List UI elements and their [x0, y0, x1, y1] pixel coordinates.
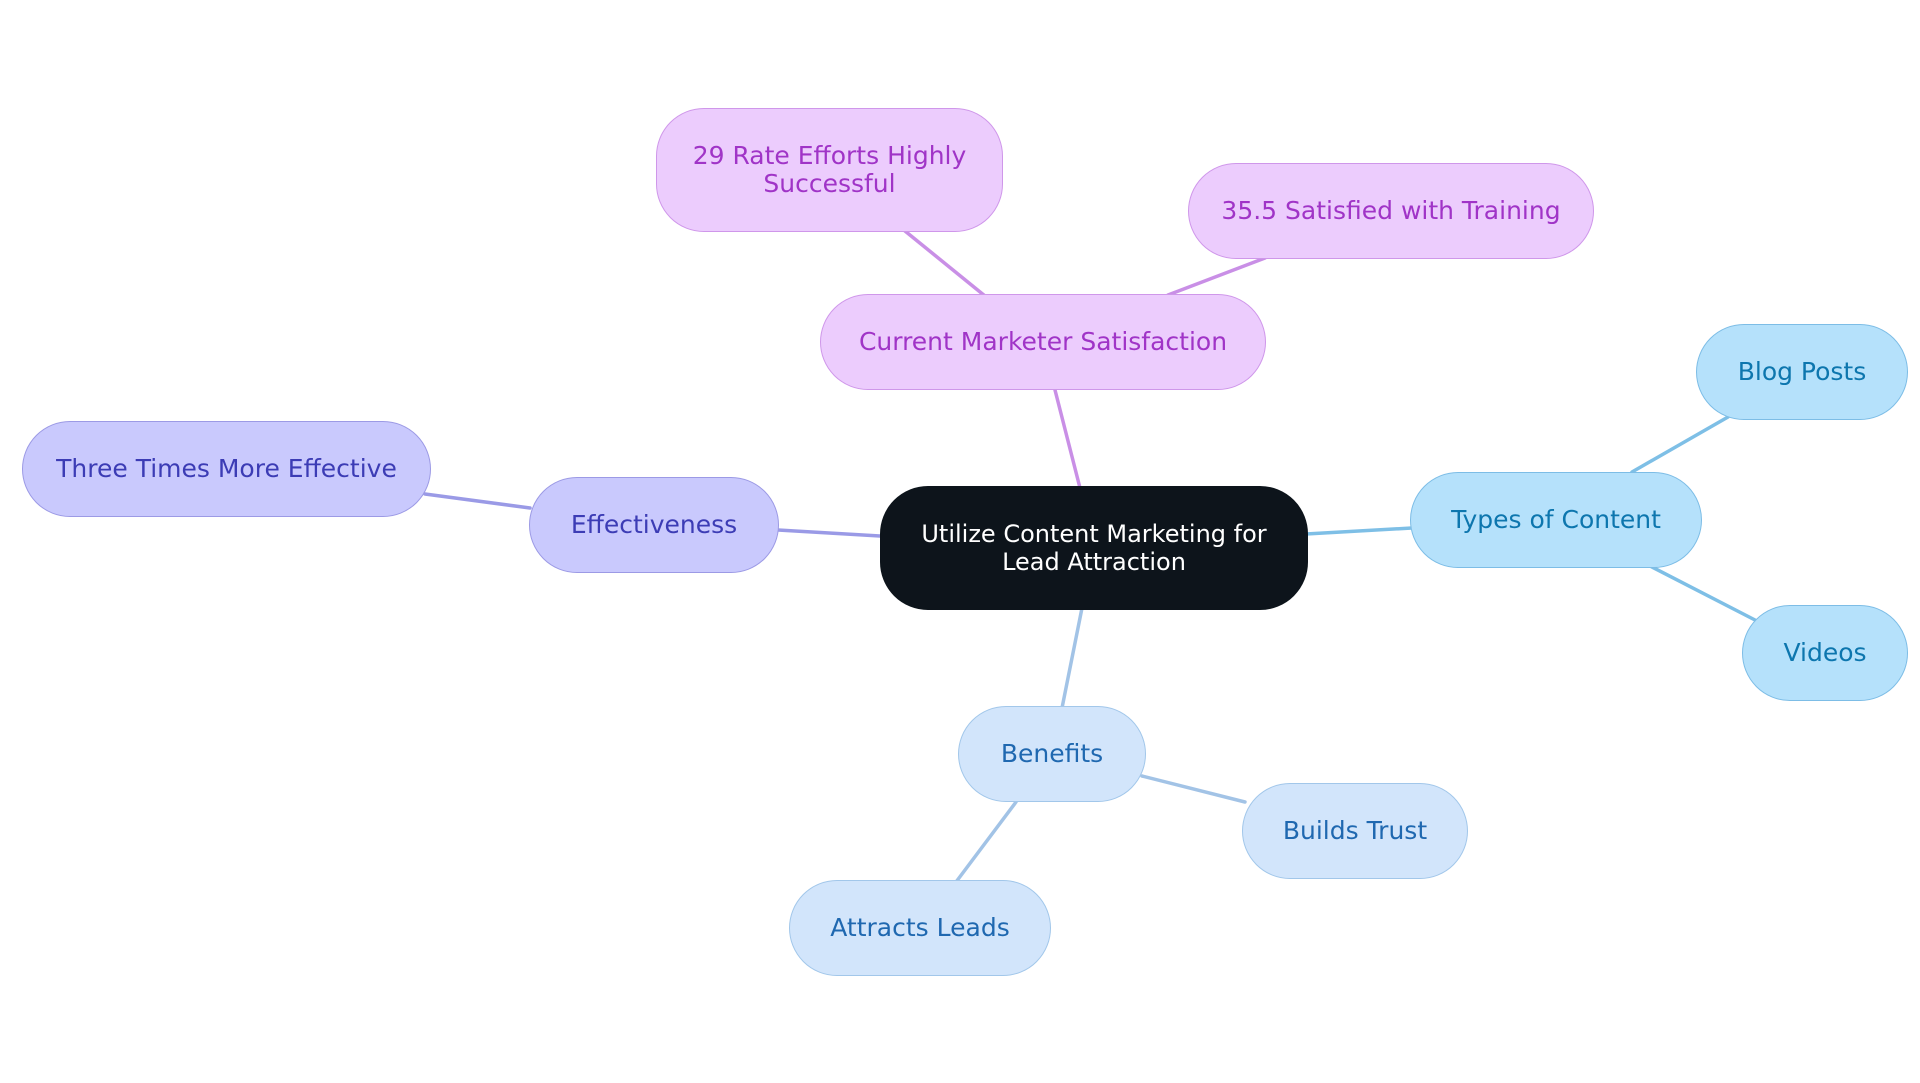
edge-satisfaction-rate: [903, 229, 987, 298]
edge-benefits-trust: [1140, 774, 1247, 804]
leaf-node-35-5-satisfied[interactable]: 35.5 Satisfied with Training: [1188, 163, 1594, 259]
root-node-line-1: Utilize Content Marketing for: [921, 520, 1267, 548]
leaf-node-label: Three Times More Effective: [56, 454, 397, 483]
branch-node-benefits[interactable]: Benefits: [958, 706, 1146, 802]
branch-node-label: Effectiveness: [570, 510, 738, 539]
branch-node-label: Current Marketer Satisfaction: [858, 327, 1228, 356]
edge-root-effectiveness: [776, 528, 882, 538]
edge-benefits-leads: [954, 800, 1018, 884]
leaf-node-29-rate-efforts[interactable]: 29 Rate Efforts Highly Successful: [656, 108, 1003, 232]
branch-node-current-marketer-satisfaction[interactable]: Current Marketer Satisfaction: [820, 294, 1266, 390]
branch-node-effectiveness[interactable]: Effectiveness: [529, 477, 779, 573]
leaf-node-line-2: Successful: [763, 169, 896, 198]
root-node-line-2: Lead Attraction: [1002, 548, 1186, 576]
edge-root-satisfaction: [1053, 388, 1082, 490]
leaf-node-label: Blog Posts: [1737, 357, 1867, 386]
root-node[interactable]: Utilize Content Marketing for Lead Attra…: [880, 486, 1308, 610]
leaf-node-label: Builds Trust: [1282, 816, 1428, 845]
leaf-node-label: Videos: [1783, 638, 1867, 667]
edge-types-blog: [1630, 415, 1730, 474]
leaf-node-label: Attracts Leads: [830, 913, 1010, 942]
leaf-node-blog-posts[interactable]: Blog Posts: [1696, 324, 1908, 420]
branch-node-label: Benefits: [1000, 739, 1104, 768]
edge-root-types: [1304, 526, 1414, 536]
leaf-node-builds-trust[interactable]: Builds Trust: [1242, 783, 1468, 879]
branch-node-types-of-content[interactable]: Types of Content: [1410, 472, 1702, 568]
edge-effectiveness-three: [423, 492, 532, 510]
leaf-node-attracts-leads[interactable]: Attracts Leads: [789, 880, 1051, 976]
edge-root-benefits: [1060, 606, 1084, 710]
leaf-node-line-1: 29 Rate Efforts Highly: [692, 141, 967, 170]
leaf-node-three-times-more-effective[interactable]: Three Times More Effective: [22, 421, 431, 517]
edge-satisfaction-training: [1166, 256, 1267, 297]
leaf-node-label: 35.5 Satisfied with Training: [1221, 196, 1561, 225]
edge-types-videos: [1648, 564, 1757, 622]
leaf-node-videos[interactable]: Videos: [1742, 605, 1908, 701]
branch-node-label: Types of Content: [1451, 505, 1661, 534]
